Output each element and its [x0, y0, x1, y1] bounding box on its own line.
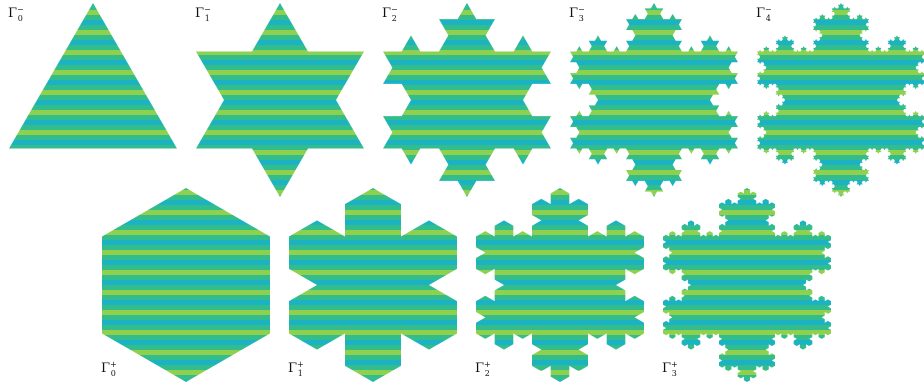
panel-label-gamma-plus-1: Γ+1 [288, 360, 304, 378]
fractal-shape-gamma-minus-0 [9, 3, 177, 149]
fractal-shape-gamma-plus-2 [476, 188, 644, 382]
fractal-shape-gamma-plus-0 [102, 188, 270, 382]
fractal-shape-gamma-minus-2 [383, 3, 551, 197]
fractal-shape-gamma-minus-1 [196, 3, 364, 197]
fractal-shapes [9, 3, 924, 382]
panel-label-gamma-plus-3: Γ+3 [662, 360, 678, 378]
fractal-shape-gamma-minus-3 [570, 3, 738, 197]
fractal-shape-gamma-plus-1 [289, 188, 457, 382]
panel-label-gamma-plus-2: Γ+2 [475, 360, 491, 378]
panel-label-gamma-plus-0: Γ+0 [101, 360, 117, 378]
panel-label-gamma-minus-3: Γ−3 [569, 5, 585, 23]
fractal-shape-gamma-minus-4 [757, 3, 924, 197]
panel-label-gamma-minus-4: Γ−4 [756, 5, 772, 23]
panel-label-gamma-minus-0: Γ−0 [8, 5, 24, 23]
panel-label-gamma-minus-1: Γ−1 [195, 5, 211, 23]
panel-label-gamma-minus-2: Γ−2 [382, 5, 398, 23]
fractal-shape-gamma-plus-3 [663, 188, 831, 382]
